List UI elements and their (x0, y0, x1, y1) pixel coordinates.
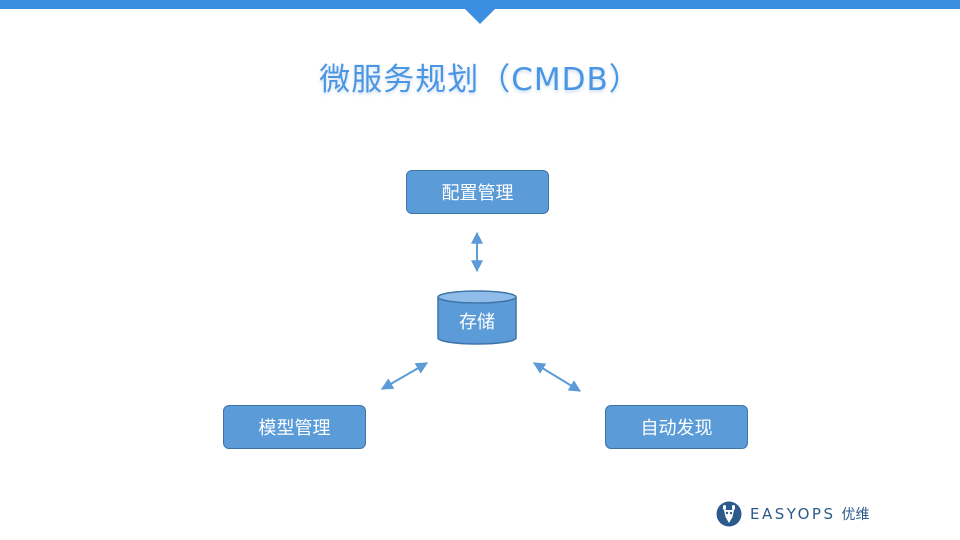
auto-discovery-node: 自动发现 (605, 405, 748, 449)
storage-label: 存储 (459, 312, 495, 333)
brand-name: EASYOPS (750, 505, 836, 523)
arrow-storage-model (380, 362, 429, 390)
config-management-node: 配置管理 (406, 170, 549, 214)
model-management-node: 模型管理 (223, 405, 366, 449)
config-management-label: 配置管理 (441, 183, 514, 204)
arrow-storage-auto (532, 362, 582, 392)
brand-logo: EASYOPS 优维 (716, 500, 869, 528)
model-management-label: 模型管理 (258, 418, 331, 439)
giraffe-logo-icon (716, 501, 742, 527)
brand-name-cn: 优维 (841, 507, 870, 523)
auto-discovery-label: 自动发现 (640, 418, 713, 439)
top-notch (465, 9, 495, 24)
top-bar (0, 0, 960, 9)
slide-title: 微服务规划（CMDB） (319, 62, 641, 98)
